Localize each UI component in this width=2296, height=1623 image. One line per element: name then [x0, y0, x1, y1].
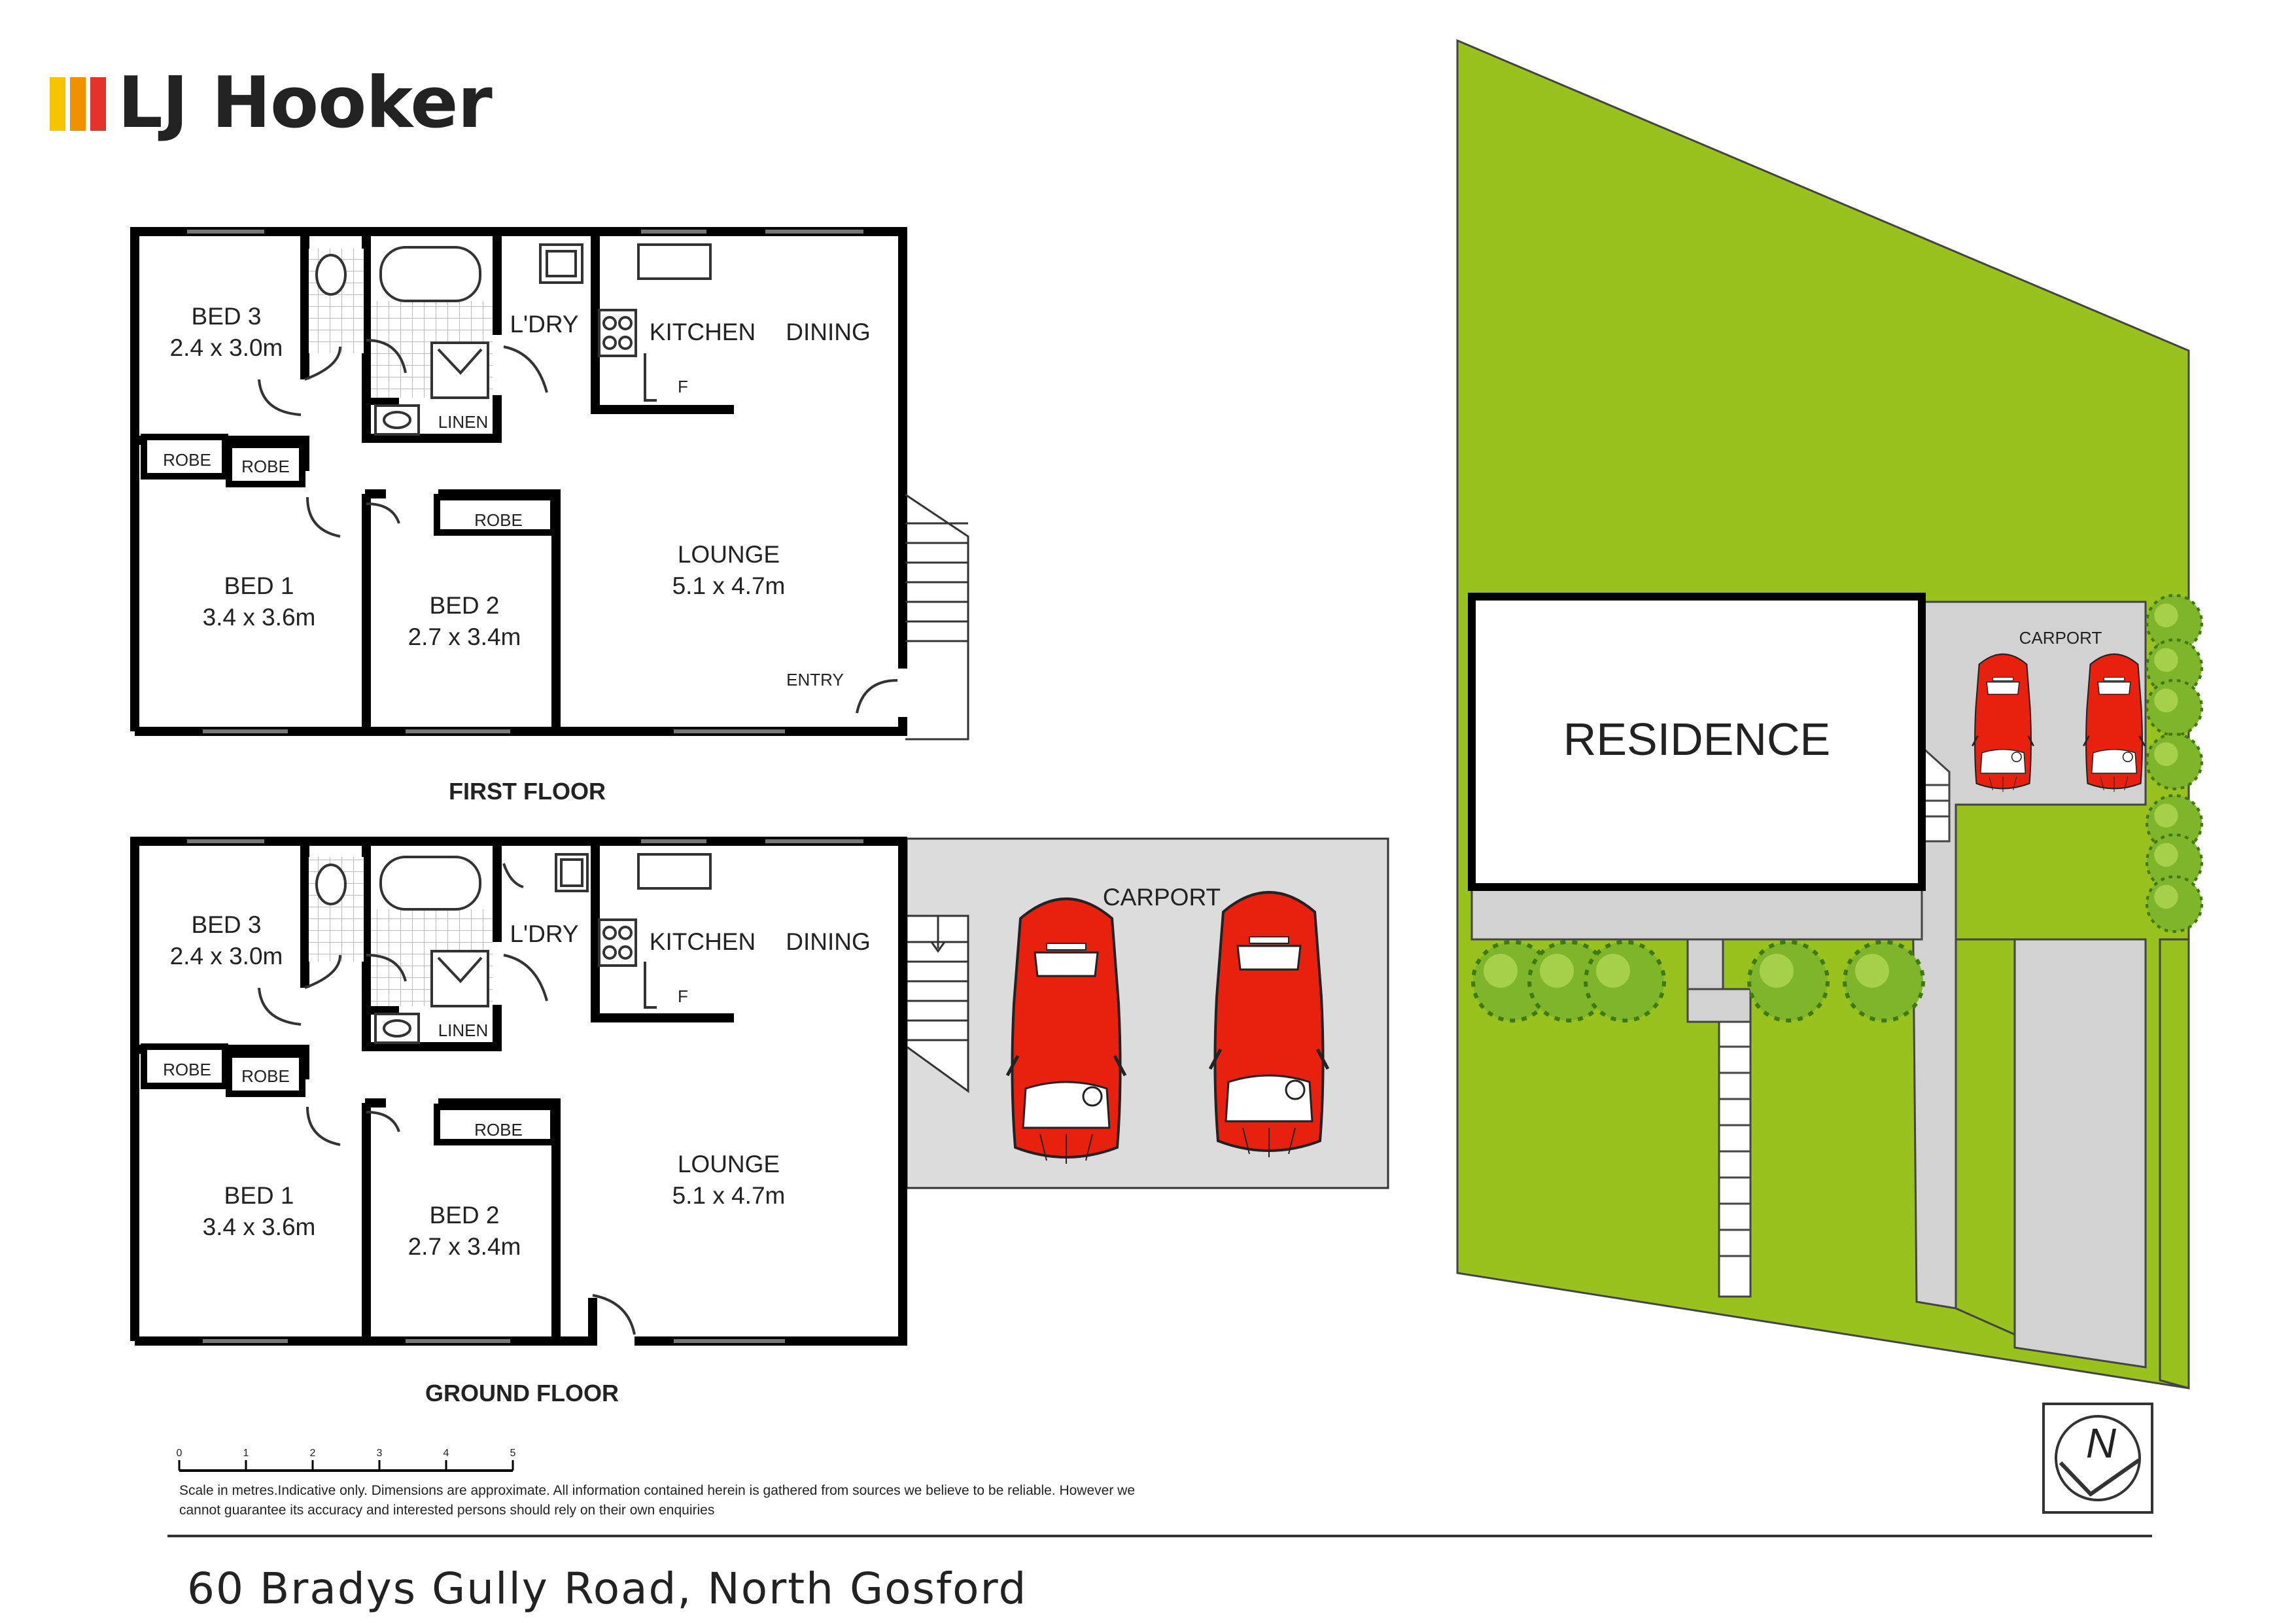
gf-bed2-name: BED 2	[430, 1202, 500, 1229]
ground-floor-plan: CARPORT	[130, 837, 1389, 1406]
logo-bars-icon	[50, 77, 106, 131]
scale-tick-0: 0	[177, 1448, 183, 1459]
site-car-2	[2082, 653, 2146, 793]
residence-footprint	[1468, 593, 1926, 891]
ground-floor-doors	[258, 863, 636, 1335]
gf-bed2-dims: 2.7 x 3.4m	[408, 1233, 521, 1260]
scale-tick-5: 5	[510, 1448, 516, 1459]
scale-bar: 0 1 2 3 4 5	[177, 1448, 516, 1472]
ff-laundry-label: L'DRY	[510, 311, 578, 338]
gf-kitchen-label: KITCHEN	[650, 928, 756, 955]
gf-linen-label: LINEN	[438, 1021, 489, 1040]
ff-dining-label: DINING	[786, 319, 871, 345]
scale-disclaimer: Scale in metres.Indicative only. Dimensi…	[179, 1483, 1136, 1518]
north-compass-icon: N	[2042, 1403, 2153, 1514]
first-floor-plan: BED 3 2.4 x 3.0m BED 1 3.4 x 3.6m BED 2 …	[130, 227, 969, 805]
ground-floor-windows	[187, 839, 863, 1343]
bathtub	[379, 246, 481, 302]
footer-rule	[167, 1535, 2152, 1537]
gf-lounge-dims: 5.1 x 4.7m	[672, 1182, 786, 1209]
ff-robe-1-label: ROBE	[163, 450, 211, 470]
ground-floor-heading: GROUND FLOOR	[425, 1380, 619, 1406]
scale-tick-4: 4	[444, 1448, 449, 1459]
ff-bed3-dims: 2.4 x 3.0m	[170, 334, 283, 361]
ff-lounge-name: LOUNGE	[678, 541, 780, 568]
first-floor-walls	[130, 227, 907, 736]
first-floor-stairs	[905, 493, 969, 741]
gf-laundry-label: L'DRY	[510, 920, 578, 947]
scale-tick-3: 3	[377, 1448, 383, 1459]
gf-car-1	[1007, 899, 1125, 1164]
site-path-steps	[1718, 1021, 1752, 1298]
ff-entry-label: ENTRY	[786, 670, 844, 689]
residence-label: RESIDENCE	[1563, 714, 1830, 765]
cooktop	[598, 309, 637, 357]
gf-stairs	[905, 915, 969, 1093]
ground-floor-fixtures	[309, 853, 712, 1044]
scale-tick-2: 2	[310, 1448, 316, 1459]
kitchen-sink	[637, 243, 712, 280]
ff-bed2-name: BED 2	[430, 592, 500, 619]
gf-fridge-label: F	[678, 986, 688, 1006]
logo-bar-yellow	[50, 77, 65, 131]
gf-robe-3-label: ROBE	[474, 1120, 523, 1140]
ff-bed1-name: BED 1	[224, 572, 294, 599]
site-car-1	[1971, 653, 2035, 793]
site-plan: RESIDENCE CARPORT	[1456, 39, 2202, 1389]
brand-name: LJ Hooker	[118, 62, 493, 144]
gf-robe-2-label: ROBE	[241, 1066, 290, 1086]
gf-carport-label: CARPORT	[1103, 884, 1221, 911]
ff-lounge-dims: 5.1 x 4.7m	[672, 572, 786, 599]
gf-dining-label: DINING	[786, 928, 871, 955]
logo-bar-orange	[70, 77, 86, 131]
ff-fridge-label: F	[678, 377, 688, 396]
gf-lounge-name: LOUNGE	[678, 1151, 780, 1178]
first-floor-heading: FIRST FLOOR	[449, 778, 606, 805]
gf-robe-1-label: ROBE	[163, 1060, 211, 1079]
basin	[374, 404, 420, 436]
toilet	[315, 254, 347, 296]
ff-bed2-dims: 2.7 x 3.4m	[408, 623, 521, 650]
gf-bed1-name: BED 1	[224, 1182, 294, 1209]
gf-car-2	[1210, 892, 1328, 1157]
first-floor-robes	[141, 434, 557, 536]
compass-north-label: N	[2086, 1420, 2117, 1467]
first-floor-windows	[187, 230, 863, 733]
ff-robe-3-label: ROBE	[474, 510, 523, 530]
property-address: 60 Bradys Gully Road, North Gosford	[187, 1563, 1028, 1614]
ff-kitchen-label: KITCHEN	[650, 319, 756, 345]
ff-robe-2-label: ROBE	[241, 457, 290, 476]
gf-bed1-dims: 3.4 x 3.6m	[203, 1213, 316, 1240]
site-carport-label: CARPORT	[2019, 628, 2102, 648]
first-floor-fixtures	[309, 243, 712, 436]
scale-tick-1: 1	[243, 1448, 249, 1459]
ground-floor-robes	[141, 1043, 557, 1145]
gf-bed3-name: BED 3	[192, 911, 262, 938]
ff-bed1-dims: 3.4 x 3.6m	[203, 604, 316, 631]
ff-bed3-name: BED 3	[192, 303, 262, 330]
ff-linen-label: LINEN	[438, 412, 489, 432]
gf-bed3-dims: 2.4 x 3.0m	[170, 943, 283, 969]
first-floor-doors	[258, 339, 898, 714]
logo-bar-red	[90, 77, 106, 131]
